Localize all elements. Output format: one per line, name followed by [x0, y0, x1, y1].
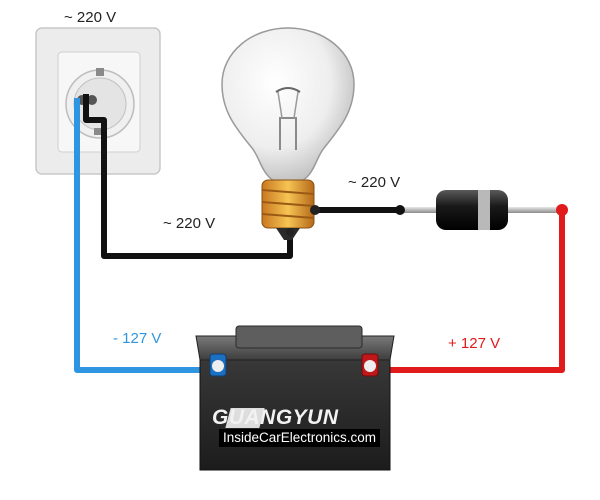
light-bulb: [221, 27, 355, 240]
positive-wire: [370, 210, 565, 373]
negative-wire: [74, 98, 215, 373]
diode: [395, 190, 568, 230]
watermark-text: InsideCarElectronics.com: [219, 429, 381, 447]
bulb-wire-voltage-label: ~ 220 V: [163, 215, 216, 232]
car-battery: [195, 325, 395, 471]
diode-wire-voltage-label: ~ 220 V: [348, 174, 401, 191]
socket-voltage-label: ~ 220 V: [64, 9, 117, 26]
neutral-wire: [83, 94, 293, 259]
positive-voltage-label: + 127 V: [448, 335, 501, 352]
wires: [74, 94, 565, 373]
negative-voltage-label: - 127 V: [113, 330, 162, 347]
battery-brand-label: GUANGYUN: [212, 406, 339, 429]
wall-socket: [35, 27, 161, 175]
